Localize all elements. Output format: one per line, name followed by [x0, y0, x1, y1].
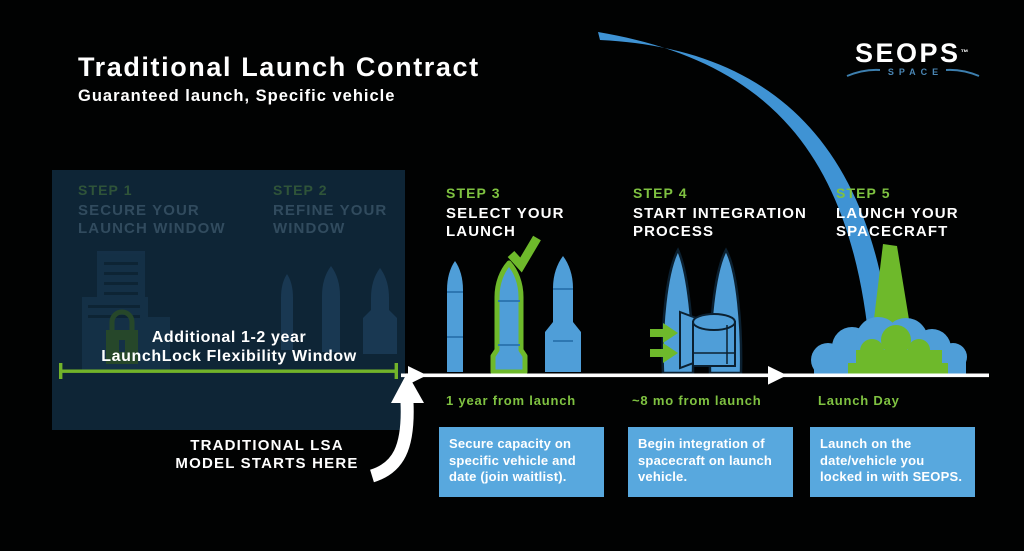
step-4-title-line2: PROCESS: [633, 223, 715, 240]
rocket-lineup: [447, 235, 581, 375]
timeline-label-step3: 1 year from launch: [446, 393, 576, 408]
step-2-title-line2: WINDOW: [273, 220, 346, 237]
step-2-label: STEP 2: [273, 182, 328, 198]
trajectory-arc-icon: [598, 32, 892, 352]
step-5-header: STEP 5 LAUNCH YOUR SPACECRAFT: [836, 184, 959, 241]
flex-window-line1: Additional 1-2 year: [151, 329, 307, 346]
step-2-header: STEP 2 REFINE YOUR WINDOW: [273, 181, 387, 238]
checkmark-icon: [507, 235, 541, 273]
timeline-label-step5: Launch Day: [818, 393, 900, 408]
starts-here-annotation: TRADITIONAL LSA MODEL STARTS HERE: [168, 437, 366, 473]
payload-icon: [679, 310, 736, 370]
heavy-rocket-icon: [545, 256, 581, 372]
step-3-label: STEP 3: [446, 185, 501, 201]
step-3-header: STEP 3 SELECT YOUR LAUNCH: [446, 184, 565, 241]
rocket-icon: [447, 261, 463, 372]
flexibility-window-caption: Additional 1-2 year LaunchLock Flexibili…: [60, 329, 398, 366]
step-5-title-line1: LAUNCH YOUR: [836, 205, 959, 222]
annotation-line1: TRADITIONAL LSA: [190, 437, 344, 454]
step-3-title-line1: SELECT YOUR: [446, 205, 565, 222]
logo-tm: ™: [960, 48, 972, 57]
step-4-header: STEP 4 START INTEGRATION PROCESS: [633, 184, 807, 241]
page-subtitle: Guaranteed launch, Specific vehicle: [78, 87, 396, 105]
step-1-title-line1: SECURE YOUR: [78, 202, 200, 219]
logo-swoosh-right-icon: [946, 68, 980, 77]
fairing-integration-icon: [650, 247, 743, 375]
step-1-header: STEP 1 SECURE YOUR LAUNCH WINDOW: [78, 181, 226, 238]
flexibility-window-span: [59, 363, 398, 379]
starts-here-arrow-icon: [369, 373, 424, 483]
flex-window-line2: LaunchLock Flexibility Window: [101, 347, 357, 365]
step-5-label: STEP 5: [836, 185, 891, 201]
contract-lock-icon: [82, 251, 170, 372]
step-5-title-line2: SPACECRAFT: [836, 223, 949, 240]
logo-wordmark: SEOPS™: [854, 38, 972, 68]
step-4-title-line1: START INTEGRATION: [633, 205, 807, 222]
step-3-note-box: Secure capacity on specific vehicle and …: [439, 427, 604, 497]
integration-arrows-icon: [650, 323, 678, 363]
logo-swoosh-left-icon: [846, 68, 880, 77]
step-1-title-line2: LAUNCH WINDOW: [78, 220, 226, 237]
seops-logo: SEOPS™ SPACE: [843, 38, 983, 77]
step-5-note-box: Launch on the date/vehicle you locked in…: [810, 427, 975, 497]
annotation-line2: MODEL STARTS HERE: [175, 455, 359, 472]
dimmed-rockets-icon: [281, 266, 397, 354]
step-3-title-line2: LAUNCH: [446, 223, 516, 240]
page-title: Traditional Launch Contract: [78, 52, 480, 82]
launch-plume-icon: [811, 317, 967, 377]
timeline-arrow-icon: [401, 366, 989, 385]
step-4-note-box: Begin integration of spacecraft on launc…: [628, 427, 793, 497]
step-1-label: STEP 1: [78, 182, 133, 198]
step-4-label: STEP 4: [633, 185, 688, 201]
step-2-title-line1: REFINE YOUR: [273, 202, 388, 219]
selected-rocket-icon: [490, 260, 528, 375]
timeline-label-step4: ~8 mo from launch: [632, 393, 762, 408]
logo-space-label: SPACE: [887, 67, 944, 77]
